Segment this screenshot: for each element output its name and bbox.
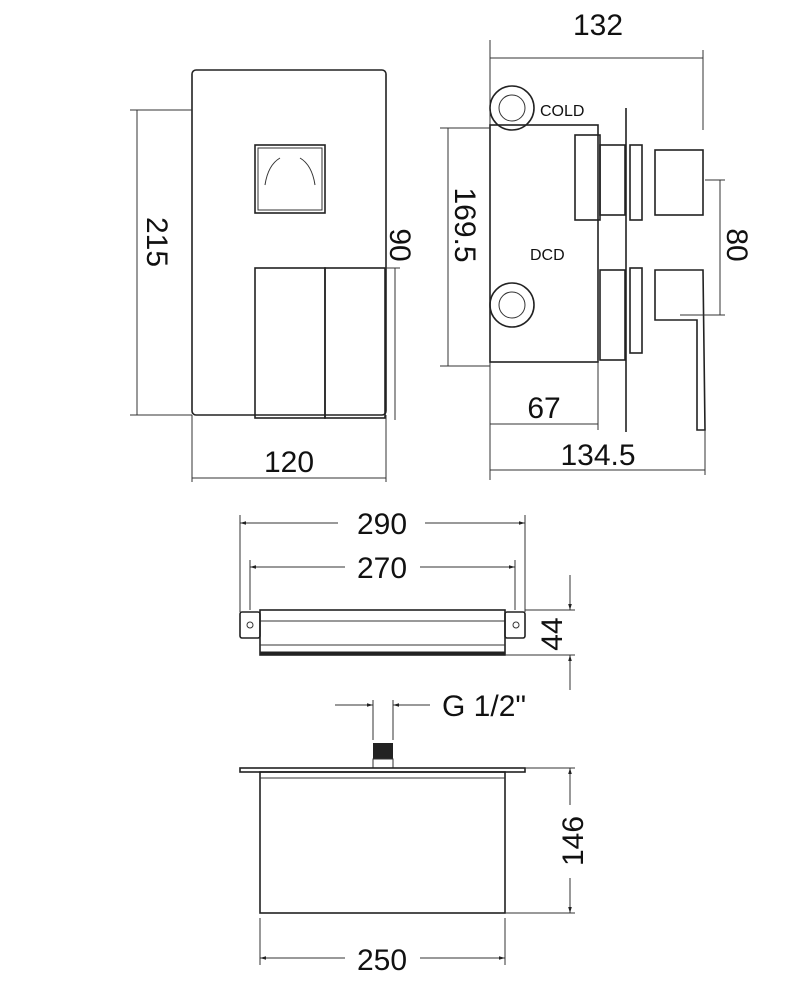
dim-handle-height: 90 [383, 228, 416, 261]
dim-body-depth: 67 [527, 392, 560, 425]
front-view: 215 90 120 [130, 69, 416, 482]
threaded-connector [373, 743, 393, 759]
dim-total-depth: 134.5 [560, 439, 635, 472]
dim-front-height: 215 [140, 217, 173, 267]
dim-front-width: 120 [264, 446, 314, 479]
valve-body [489, 124, 599, 363]
dim-box-height: 146 [557, 816, 590, 866]
hot-inlet [489, 282, 535, 328]
label-connection: G 1/2" [442, 690, 526, 723]
dim-overall-width: 290 [357, 508, 407, 541]
lower-lever [654, 269, 706, 431]
dim-box-width: 250 [357, 944, 407, 977]
dim-body-height: 169.5 [448, 187, 481, 262]
top-view: 290 270 44 [239, 508, 575, 690]
dim-handle-spacing: 80 [720, 228, 753, 261]
side-view: 132 COLD DCD 169.5 80 67 134.5 [440, 9, 753, 480]
dim-fixing-width: 270 [357, 552, 407, 585]
box-view: G 1/2" 146 250 [239, 690, 590, 977]
handle-left [254, 267, 326, 419]
box-top [259, 609, 506, 656]
upper-knob [654, 149, 704, 216]
fixing-ear-right [504, 611, 526, 639]
dim-side-depth-top: 132 [573, 9, 623, 42]
handle-right [324, 267, 386, 419]
control-window [254, 144, 326, 214]
box-body [259, 771, 506, 914]
label-cold: COLD [540, 103, 584, 120]
front-plate [191, 69, 387, 416]
dim-box-depth: 44 [536, 617, 569, 650]
temperature-arc-icon [264, 157, 316, 186]
label-dcd: DCD [530, 247, 565, 264]
cold-inlet [489, 85, 535, 131]
fixing-ear-left [239, 611, 261, 639]
